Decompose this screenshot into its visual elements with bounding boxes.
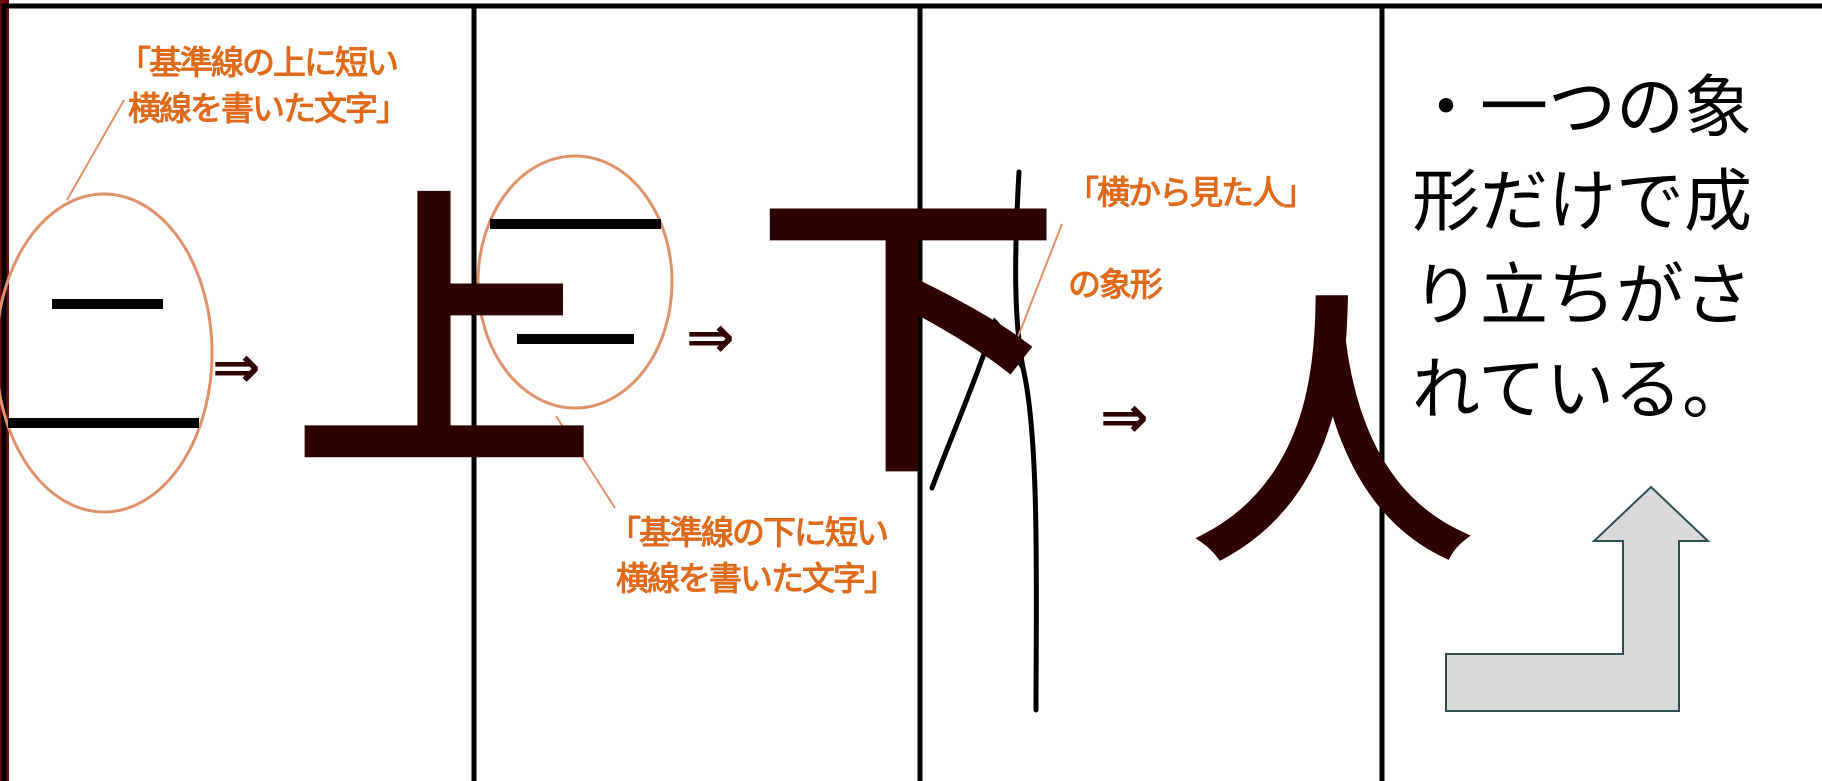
annotation-1-line-1: 「基準線の上に短い [118, 43, 399, 82]
note-line-3: り立ちがさ [1412, 257, 1753, 336]
kanji-above: 上 [294, 165, 594, 514]
derivation-arrow-1: ⇒ [212, 333, 261, 401]
person-arm-stroke [929, 317, 1026, 491]
bent-up-arrow-icon [1445, 485, 1711, 712]
annotation-2-line-2: 横線を書いた文字」 [616, 559, 897, 598]
highlight-circle-2 [476, 154, 674, 410]
callout-line-1 [66, 99, 125, 201]
note-line-1: ・一つの象 [1412, 69, 1753, 148]
annotation-3-line-2: の象形 [1068, 265, 1163, 304]
derivation-arrow-2: ⇒ [686, 303, 735, 371]
kanji-below: 下 [758, 165, 1058, 514]
person-body-stroke [1013, 169, 1039, 713]
derivation-arrow-3: ⇒ [1100, 383, 1149, 451]
highlight-circle-1 [0, 192, 214, 514]
note-line-2: 形だけで成 [1412, 163, 1753, 242]
note-line-4: れている。 [1412, 351, 1750, 430]
annotation-2-line-1: 「基準線の下に短い [608, 513, 889, 552]
callout-line-2 [555, 415, 616, 509]
annotation-3-line-1: 「横から見た人」 [1066, 173, 1316, 212]
kanji-person: 人 [1192, 275, 1472, 601]
pictograph-note: ・一つの象 形だけで成 り立ちがさ れている。 [1412, 62, 1812, 438]
callout-line-3 [1011, 223, 1063, 353]
annotation-1-line-2: 横線を書いた文字」 [128, 89, 409, 128]
